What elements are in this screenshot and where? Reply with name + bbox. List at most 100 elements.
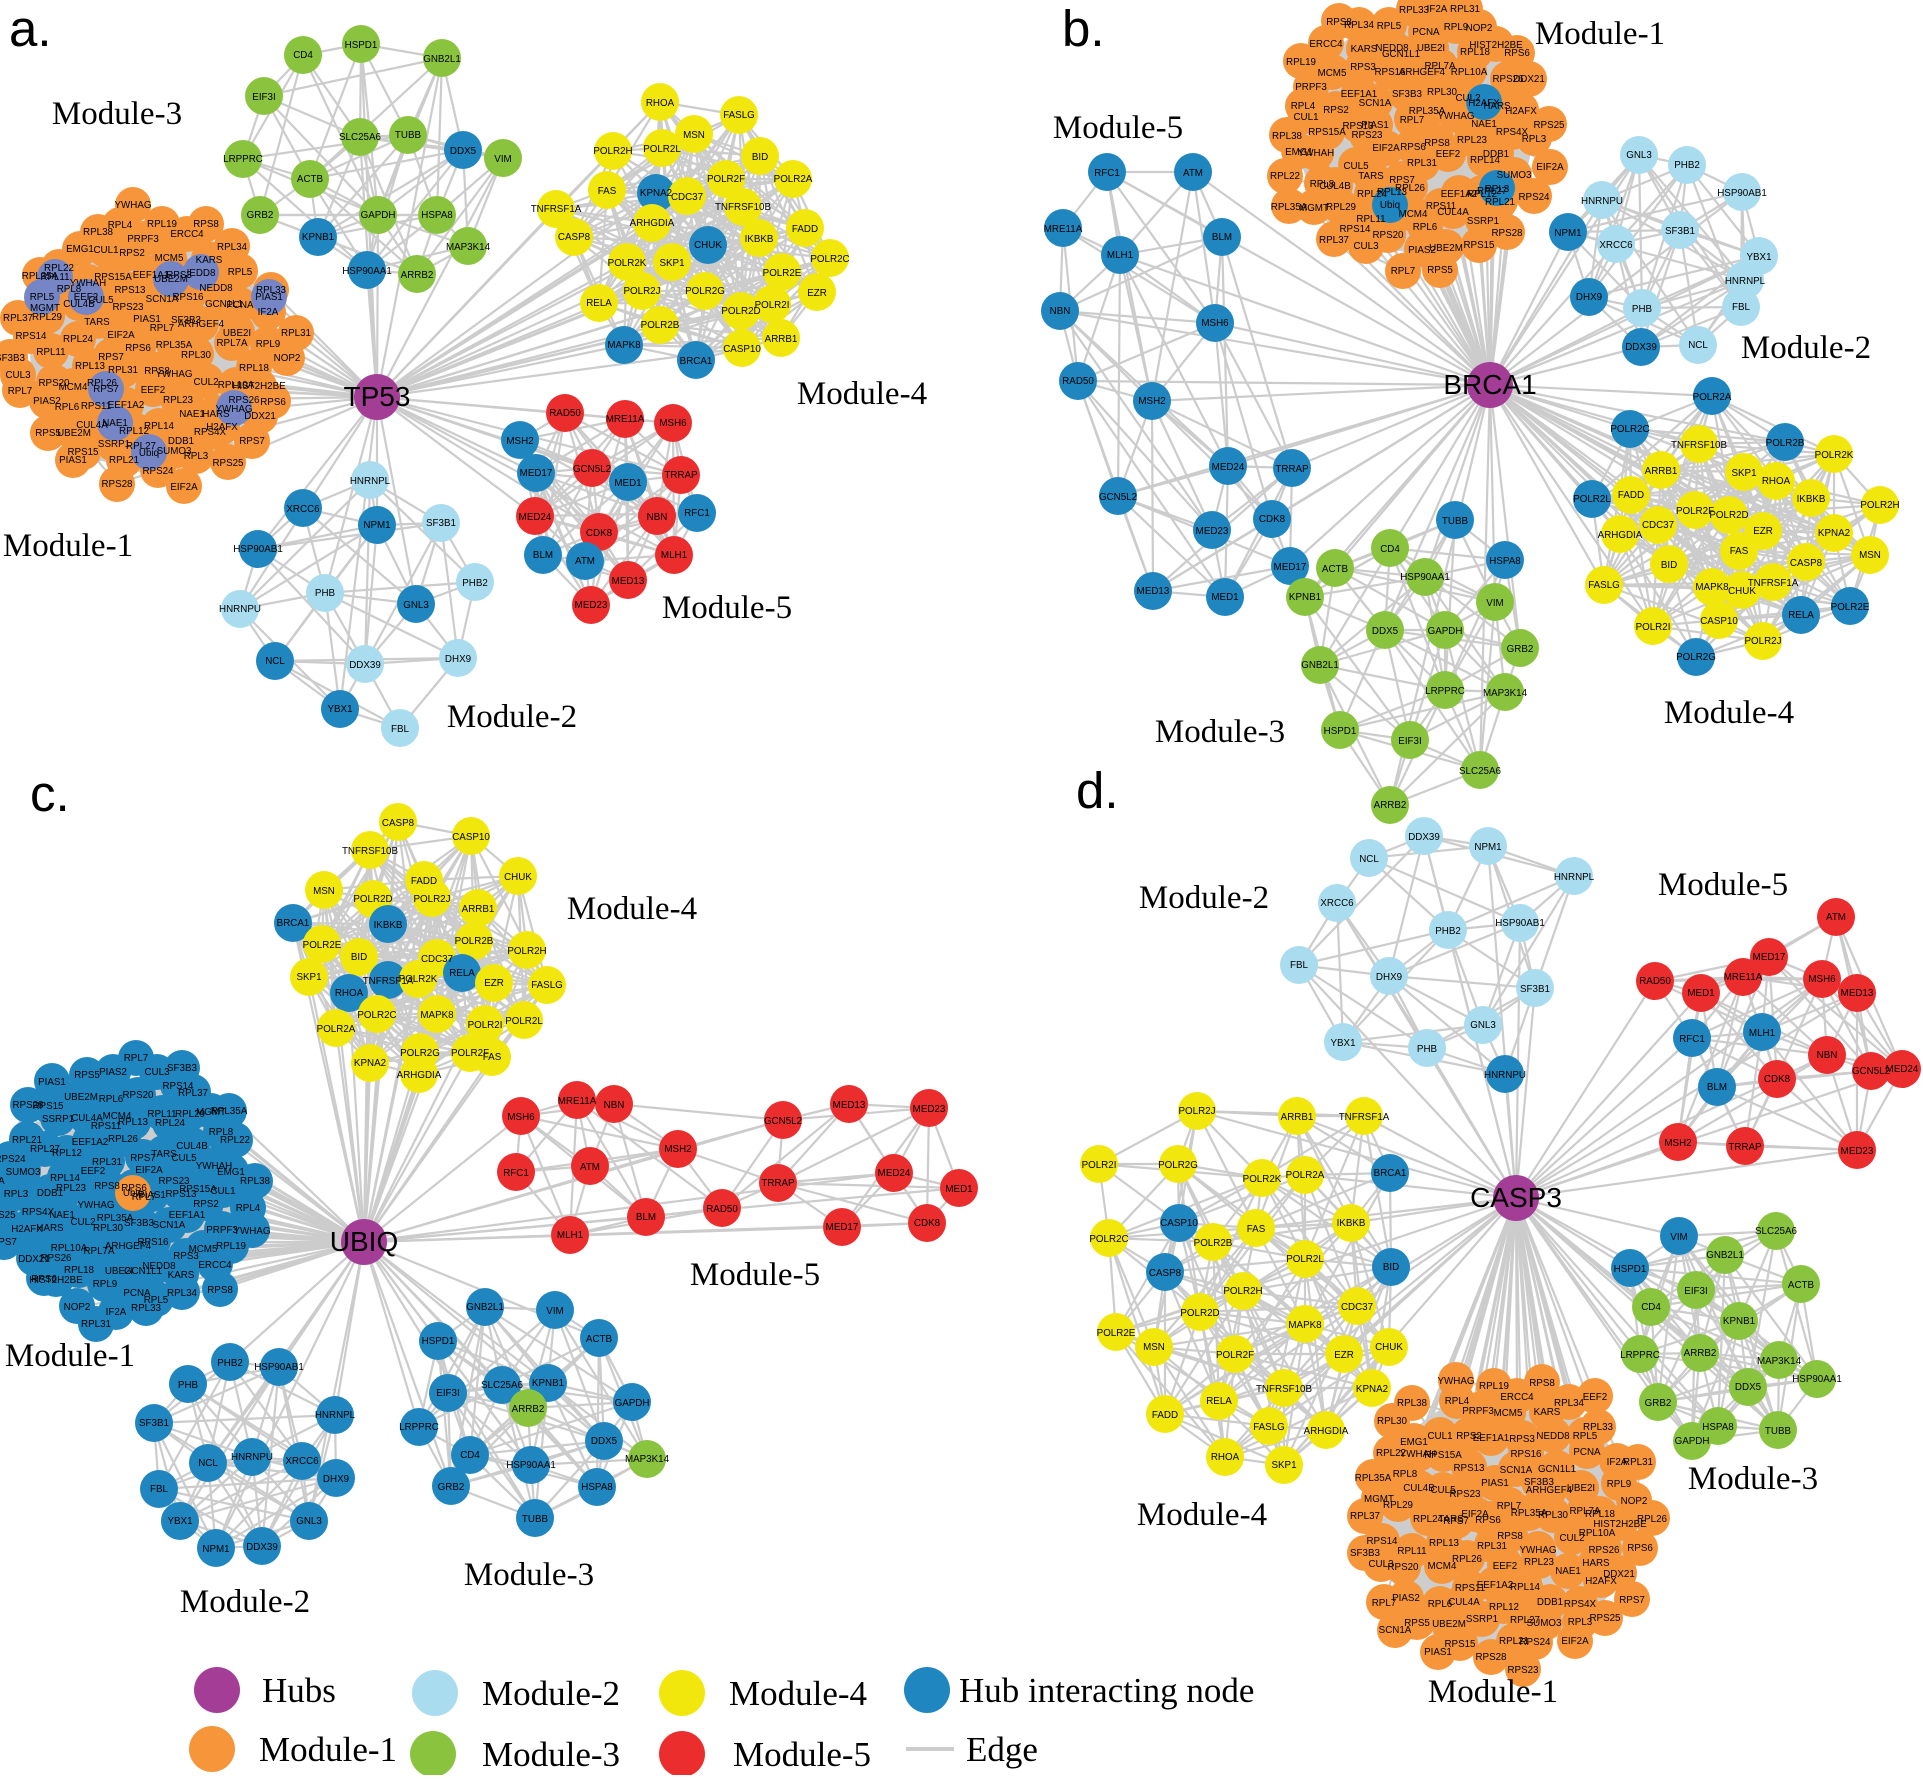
svg-text:MAP3K14: MAP3K14 [446, 242, 491, 253]
svg-text:DDX21: DDX21 [18, 1254, 50, 1265]
svg-text:HSPA8: HSPA8 [581, 1482, 613, 1493]
svg-text:MED24: MED24 [1886, 1064, 1919, 1075]
svg-text:EEF2: EEF2 [81, 1166, 106, 1177]
svg-text:RPL19: RPL19 [147, 219, 177, 230]
svg-text:SCN1A: SCN1A [1500, 1465, 1533, 1476]
svg-text:MCM4: MCM4 [1428, 1561, 1457, 1572]
svg-text:ERCC4: ERCC4 [1309, 39, 1343, 50]
svg-text:H2AFX: H2AFX [11, 1224, 43, 1235]
svg-text:RPL11: RPL11 [40, 272, 69, 283]
svg-text:RPL37: RPL37 [1319, 235, 1349, 246]
svg-text:ATM: ATM [580, 1162, 600, 1173]
svg-text:RPS28: RPS28 [1475, 1652, 1507, 1663]
svg-text:IF2A: IF2A [106, 1307, 127, 1318]
svg-text:GNL3: GNL3 [1626, 150, 1652, 161]
svg-text:MGMT: MGMT [30, 303, 60, 314]
svg-text:EMG1: EMG1 [66, 244, 94, 255]
svg-text:HNRNPL: HNRNPL [1554, 872, 1595, 883]
svg-text:d.: d. [1076, 762, 1119, 819]
svg-text:RPS3: RPS3 [1509, 1434, 1535, 1445]
svg-text:CUL3: CUL3 [1368, 1559, 1394, 1570]
svg-text:NPM1: NPM1 [202, 1544, 229, 1555]
svg-text:SKP1: SKP1 [296, 972, 321, 983]
svg-text:TNFRSF10B: TNFRSF10B [1671, 440, 1728, 451]
svg-text:PIAS2: PIAS2 [1392, 1593, 1420, 1604]
svg-text:SF3B1: SF3B1 [1520, 984, 1550, 995]
svg-text:POLR2L: POLR2L [1573, 494, 1611, 505]
svg-text:ARRB1: ARRB1 [765, 334, 798, 345]
svg-text:Ubiq: Ubiq [123, 1188, 143, 1199]
svg-text:VIM: VIM [494, 154, 511, 165]
svg-text:FAS: FAS [598, 186, 617, 197]
svg-text:RPL22: RPL22 [1376, 1448, 1406, 1459]
svg-text:ACTB: ACTB [586, 1334, 613, 1345]
svg-text:HSPD1: HSPD1 [345, 40, 378, 51]
svg-text:NAE1: NAE1 [179, 409, 205, 420]
svg-text:RPS15: RPS15 [1463, 240, 1495, 251]
svg-text:MSH6: MSH6 [1808, 974, 1836, 985]
svg-text:RPS6: RPS6 [1400, 142, 1426, 153]
svg-text:NOP2: NOP2 [64, 1302, 91, 1313]
svg-text:XRCC6: XRCC6 [1320, 898, 1354, 909]
svg-text:GAPDH: GAPDH [615, 1398, 650, 1409]
svg-text:EZR: EZR [1753, 526, 1773, 537]
svg-text:BID: BID [1661, 560, 1677, 571]
svg-text:HNRNPL: HNRNPL [1725, 276, 1766, 287]
svg-text:SUMO3: SUMO3 [6, 1167, 41, 1178]
svg-text:RPL19: RPL19 [216, 1241, 246, 1252]
svg-text:EZR: EZR [484, 978, 504, 989]
svg-text:HSPA8: HSPA8 [1702, 1422, 1734, 1433]
svg-text:SCN1A: SCN1A [153, 1220, 186, 1231]
svg-text:RELA: RELA [1788, 610, 1814, 621]
svg-text:RPS6: RPS6 [1504, 48, 1530, 59]
svg-text:CUL4B: CUL4B [176, 1141, 208, 1152]
svg-text:RPL3: RPL3 [1485, 184, 1510, 195]
svg-text:RPL6: RPL6 [1413, 222, 1438, 233]
svg-text:MSN: MSN [313, 886, 335, 897]
svg-text:POLR2I: POLR2I [1636, 622, 1671, 633]
svg-text:MED17: MED17 [826, 1222, 859, 1233]
svg-text:RAD50: RAD50 [1062, 376, 1094, 387]
svg-text:RPS2: RPS2 [1456, 1431, 1482, 1442]
svg-text:CHUK: CHUK [1375, 1342, 1403, 1353]
svg-text:KPNB1: KPNB1 [302, 232, 334, 243]
svg-text:RPL31: RPL31 [1477, 1541, 1507, 1552]
svg-text:HSP90AB1: HSP90AB1 [1495, 918, 1545, 929]
svg-text:POLR2D: POLR2D [1709, 510, 1748, 521]
svg-text:SF3B3: SF3B3 [1392, 89, 1423, 100]
svg-text:RPL8: RPL8 [1310, 179, 1335, 190]
svg-text:PCNA: PCNA [1573, 1447, 1601, 1458]
svg-text:UBE2M: UBE2M [64, 1092, 98, 1103]
svg-text:MAPK8: MAPK8 [607, 340, 641, 351]
svg-text:POLR2J: POLR2J [1744, 636, 1781, 647]
svg-text:DDB1: DDB1 [1537, 1597, 1563, 1608]
svg-text:MED13: MED13 [1841, 988, 1874, 999]
svg-text:NBN: NBN [1050, 306, 1071, 317]
svg-text:ACTB: ACTB [297, 174, 324, 185]
svg-text:UBE2I: UBE2I [105, 1266, 133, 1277]
svg-text:PRPF3: PRPF3 [1462, 1406, 1494, 1417]
svg-text:MED23: MED23 [1841, 1146, 1874, 1157]
svg-text:RPL23: RPL23 [1457, 135, 1488, 146]
svg-text:RPL6: RPL6 [99, 1094, 124, 1105]
svg-text:SSRP1: SSRP1 [1466, 1614, 1498, 1625]
svg-text:KPNA2: KPNA2 [354, 1058, 386, 1069]
svg-text:RPS16: RPS16 [137, 1237, 169, 1248]
svg-text:POLR2A: POLR2A [1286, 1170, 1325, 1181]
svg-text:RPL10A: RPL10A [1451, 67, 1488, 78]
svg-text:RPS20: RPS20 [1372, 230, 1404, 241]
svg-text:RPS8: RPS8 [207, 1285, 233, 1296]
svg-text:POLR2H: POLR2H [507, 946, 546, 957]
svg-text:DDX39: DDX39 [246, 1542, 278, 1553]
svg-text:YBX1: YBX1 [327, 704, 352, 715]
svg-text:RPL31: RPL31 [108, 365, 138, 376]
svg-text:MSH6: MSH6 [659, 418, 687, 429]
svg-text:RPS15A: RPS15A [1308, 127, 1346, 138]
svg-text:IKBKB: IKBKB [1337, 1218, 1366, 1229]
svg-text:SF3B3: SF3B3 [167, 1063, 198, 1074]
svg-text:PHB2: PHB2 [217, 1358, 243, 1369]
svg-text:MSH2: MSH2 [506, 436, 533, 447]
svg-text:RAD50: RAD50 [549, 408, 581, 419]
svg-text:GRB2: GRB2 [1645, 1398, 1672, 1409]
svg-text:MCM4: MCM4 [1399, 209, 1428, 220]
